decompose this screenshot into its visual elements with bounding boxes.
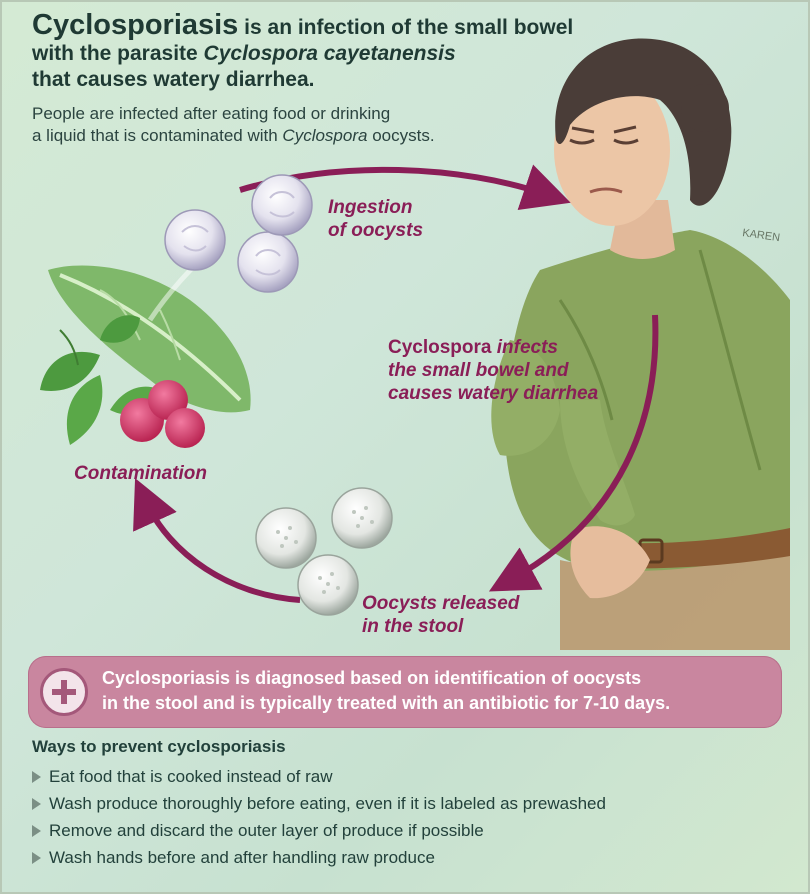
arrow-infection <box>488 314 659 592</box>
prevention-title: Ways to prevent cyclosporiasis <box>32 737 286 756</box>
list-item: Eat food that is cooked instead of raw <box>32 763 792 790</box>
artist-signature: KAREN <box>742 227 781 244</box>
diagnosis-text: Cyclosporiasis is diagnosed based on ide… <box>102 668 671 713</box>
triangle-bullet-icon <box>32 851 41 864</box>
title-term: Cyclosporiasis <box>32 9 239 41</box>
triangle-bullet-icon <box>32 797 41 810</box>
produce-illustration <box>40 265 251 448</box>
caption-infection: Cyclospora infects the small bowel and c… <box>388 337 599 404</box>
species-name: Cyclospora cayetanensis <box>203 42 456 65</box>
oocyst-group-ingested <box>164 174 313 293</box>
list-item: Remove and discard the outer layer of pr… <box>32 817 792 844</box>
diagnosis-panel: Cyclosporiasis is diagnosed based on ide… <box>28 656 782 728</box>
triangle-bullet-icon <box>32 770 41 783</box>
caption-contamination: Contamination <box>74 463 207 484</box>
arrow-release <box>133 478 301 603</box>
list-item: Wash hands before and after handling raw… <box>32 844 792 871</box>
triangle-bullet-icon <box>32 824 41 837</box>
header: Cyclosporiasis is an infection of the sm… <box>32 9 592 147</box>
caption-oocysts-released: Oocysts released in the stool <box>362 593 520 637</box>
medical-cross-icon <box>40 668 88 716</box>
intro-text: People are infected after eating food or… <box>32 104 435 145</box>
prevention-list: Eat food that is cooked instead of raw W… <box>32 763 792 871</box>
title: Cyclosporiasis is an infection of the sm… <box>32 9 574 41</box>
list-item: Wash produce thoroughly before eating, e… <box>32 790 792 817</box>
oocyst-group-released <box>255 487 393 616</box>
prevention-section: Ways to prevent cyclosporiasis Eat food … <box>32 736 792 871</box>
caption-ingestion: Ingestion of oocysts <box>328 197 424 241</box>
